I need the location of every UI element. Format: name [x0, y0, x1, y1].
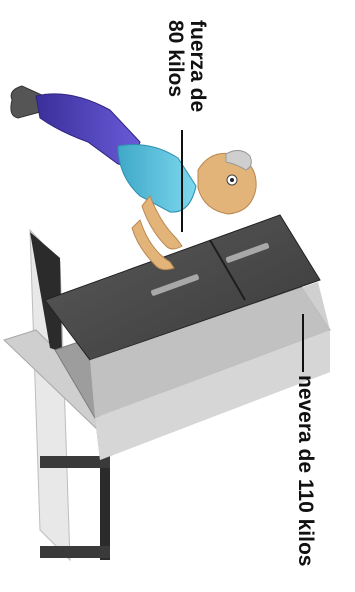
force-label: fuerza de 80 kilos [164, 20, 208, 120]
hand-truck-handle-lower [40, 546, 110, 558]
person-shirt [118, 145, 196, 213]
force-label-line-2: 80 kilos [164, 20, 186, 120]
fridge-label: nevera de 110 kilos [294, 375, 316, 566]
force-label-line-1: fuerza de [186, 20, 208, 120]
person-eye-pupil [230, 178, 234, 182]
refrigerator [45, 215, 330, 560]
